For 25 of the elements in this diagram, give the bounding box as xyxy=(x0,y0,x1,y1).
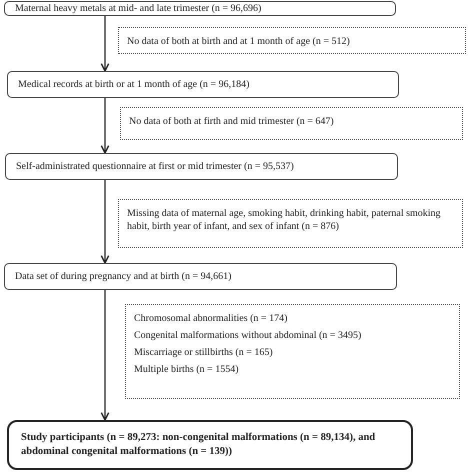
box-text: No data of both at birth and at 1 month of age (n = 512) xyxy=(127,35,351,48)
box-text: Self-administrated questionnaire at first or mid trimester (n = 95,537) xyxy=(16,160,295,173)
exclusion-box xyxy=(118,27,466,54)
box-text: Maternal heavy metals at mid- and late trimester (n = 96,696) xyxy=(15,2,262,15)
box-text: Multiple births (n = 1554) xyxy=(134,363,240,376)
process-box xyxy=(7,420,413,470)
process-box xyxy=(7,71,399,98)
exclusion-box xyxy=(118,199,463,248)
exclusion-box xyxy=(125,304,460,399)
arrow xyxy=(100,180,110,264)
box-text: Data set of during pregnancy and at birth (n = 94,661) xyxy=(15,270,232,283)
box-text: No data of both at firth and mid trimester (n = 647) xyxy=(129,115,335,128)
process-box xyxy=(4,1,396,16)
exclusion-box xyxy=(120,107,463,140)
arrow xyxy=(100,98,110,154)
box-text: Congenital malformations without abdominal (n = 3495) xyxy=(134,329,362,342)
box-text: Medical records at birth or at 1 month of age (n = 96,184) xyxy=(18,78,250,91)
process-box xyxy=(5,153,398,180)
process-box xyxy=(4,263,397,290)
arrow xyxy=(100,290,110,421)
box-text: Study participants (n = 89,273: non-congenital malformations (n = 89,134), and abdominal congenital malformations (n = 139)) xyxy=(21,431,376,458)
box-text: Missing data of maternal age, smoking habit, drinking habit, paternal smoking habit, birth year of infant, and sex of infant (n = 876) xyxy=(127,207,442,233)
box-text: Miscarriage or stillbirths (n = 165) xyxy=(134,346,274,359)
arrow xyxy=(100,16,110,72)
box-text: Chromosomal abnormalities (n = 174) xyxy=(134,312,288,325)
